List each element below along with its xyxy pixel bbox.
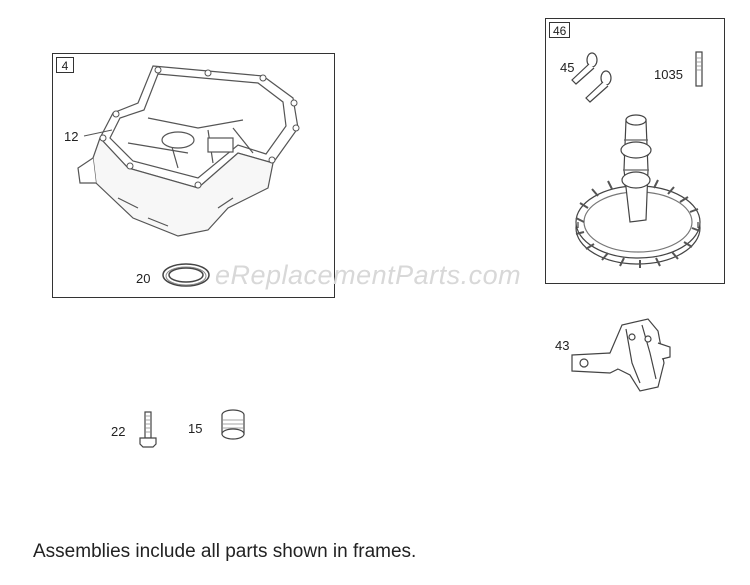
sump-housing-illustration — [77, 65, 300, 237]
plug-illustration — [221, 409, 245, 440]
pin-1035-illustration — [695, 51, 703, 87]
camshaft-gear-illustration — [575, 114, 701, 268]
governor-bracket-illustration — [571, 318, 671, 392]
camshaft-frame-label: 46 — [549, 22, 571, 38]
bolt-illustration — [139, 411, 157, 448]
callout-plug: 15 — [188, 421, 203, 436]
callout-bolt: 22 — [111, 424, 126, 439]
pins-illustration — [571, 52, 612, 103]
housing-frame-label: 4 — [56, 57, 74, 73]
callout-pin-1035: 1035 — [654, 67, 683, 82]
footer-note: Assemblies include all parts shown in fr… — [33, 541, 417, 562]
leader-line-sump — [83, 129, 113, 137]
oil-seal-illustration — [162, 263, 210, 287]
callout-sump: 12 — [64, 129, 79, 144]
callout-seal: 20 — [136, 271, 151, 286]
callout-pin-45: 45 — [560, 60, 575, 75]
watermark: eReplacementParts.com — [215, 260, 522, 290]
callout-governor: 43 — [555, 338, 570, 353]
